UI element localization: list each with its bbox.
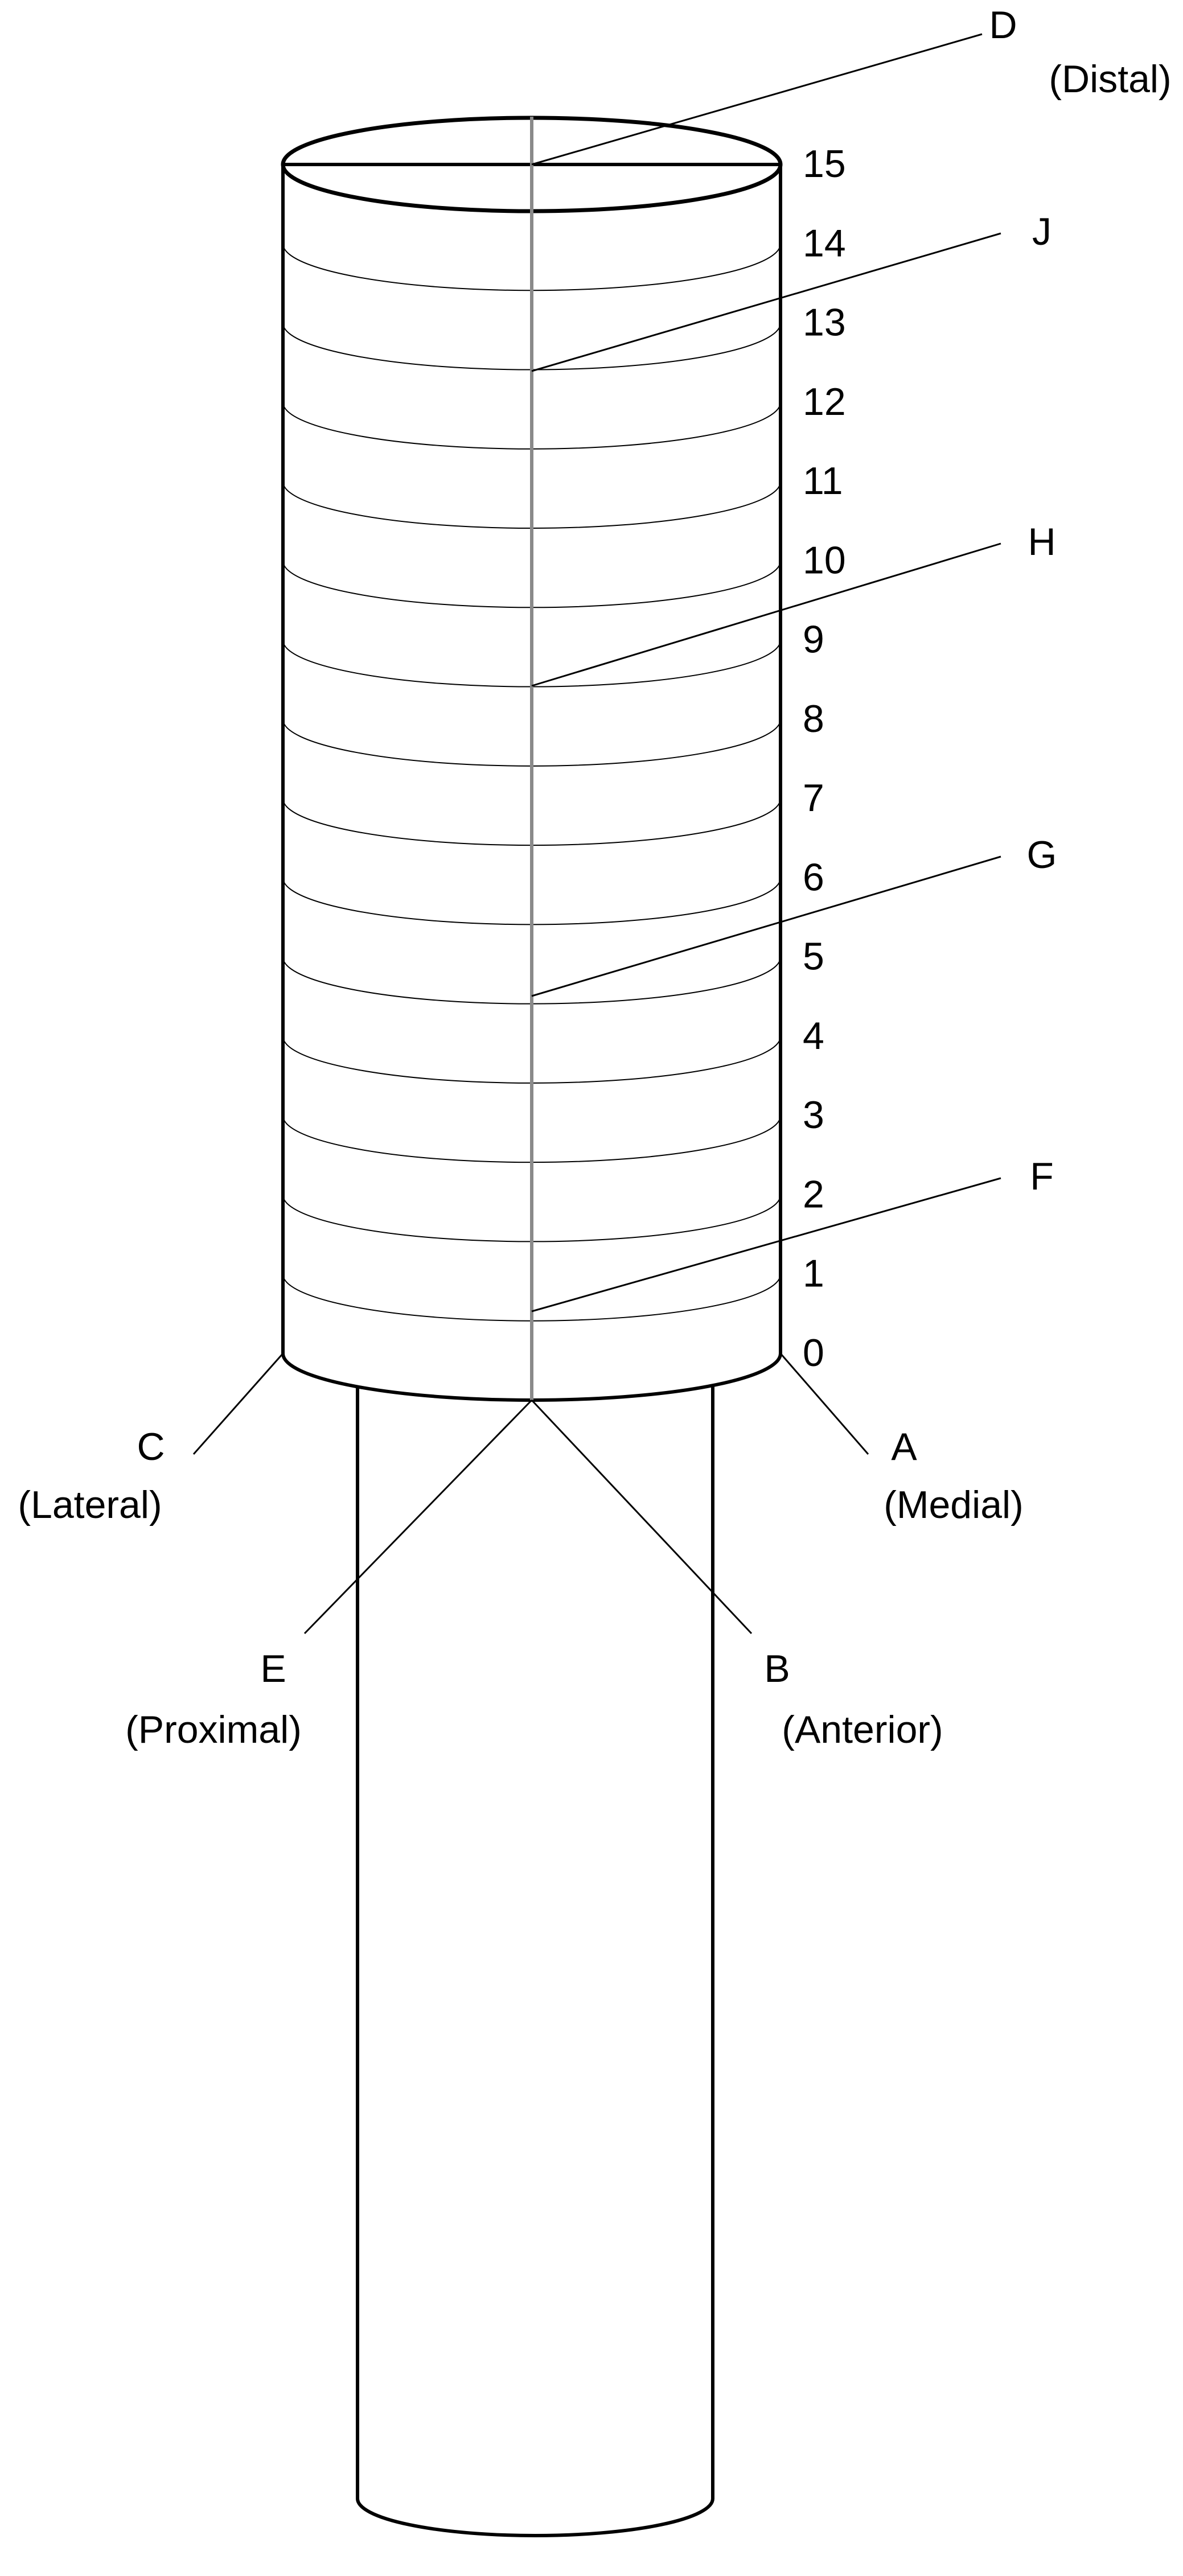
label-e-letter: E [260, 1647, 286, 1690]
scale-label: 4 [803, 1014, 824, 1057]
label-h-letter: H [1028, 520, 1055, 563]
scale-label: 10 [803, 538, 846, 582]
scale-label: 5 [803, 935, 824, 978]
label-g-letter: G [1027, 833, 1057, 877]
label-c-term: (Lateral) [18, 1483, 162, 1526]
label-b-term: (Anterior) [782, 1708, 943, 1751]
leader-b [531, 1399, 753, 1635]
scale-label: 8 [803, 697, 824, 740]
leader-lines [192, 33, 1001, 1635]
scale-label: 13 [803, 301, 846, 344]
scale-label: 1 [803, 1252, 824, 1295]
leader-e [303, 1399, 533, 1635]
label-a-letter: A [891, 1425, 917, 1468]
label-d-term: (Distal) [1049, 57, 1171, 101]
scale-label: 7 [803, 776, 824, 820]
scale-label: 6 [803, 855, 824, 899]
label-f-letter: F [1030, 1155, 1054, 1198]
scale-label: 15 [803, 142, 846, 186]
scale-label: 11 [803, 459, 843, 503]
lower-shaft-body [356, 1342, 714, 2537]
scale-label: 3 [803, 1093, 824, 1137]
scale-label: 2 [803, 1172, 824, 1216]
point-labels: D (Distal) J H G F C (Lateral) A (Medial… [18, 3, 1171, 1751]
leader-h [531, 542, 1001, 687]
label-a-term: (Medial) [884, 1483, 1024, 1526]
leader-g [531, 855, 1001, 997]
leader-f [531, 1177, 1001, 1312]
leader-d [531, 33, 983, 166]
leader-j [531, 232, 1001, 372]
label-j-letter: J [1032, 210, 1051, 253]
label-e-term: (Proximal) [125, 1708, 302, 1751]
lower-shaft [356, 1342, 714, 2537]
scale-label: 14 [803, 221, 846, 265]
label-b-letter: B [764, 1647, 790, 1690]
scale-label: 9 [803, 618, 824, 661]
label-c-letter: C [137, 1425, 165, 1468]
leader-a [779, 1353, 869, 1455]
scale-label: 0 [803, 1331, 824, 1375]
scale-label: 12 [803, 380, 846, 423]
label-d-letter: D [989, 3, 1017, 47]
leader-c [192, 1353, 284, 1455]
